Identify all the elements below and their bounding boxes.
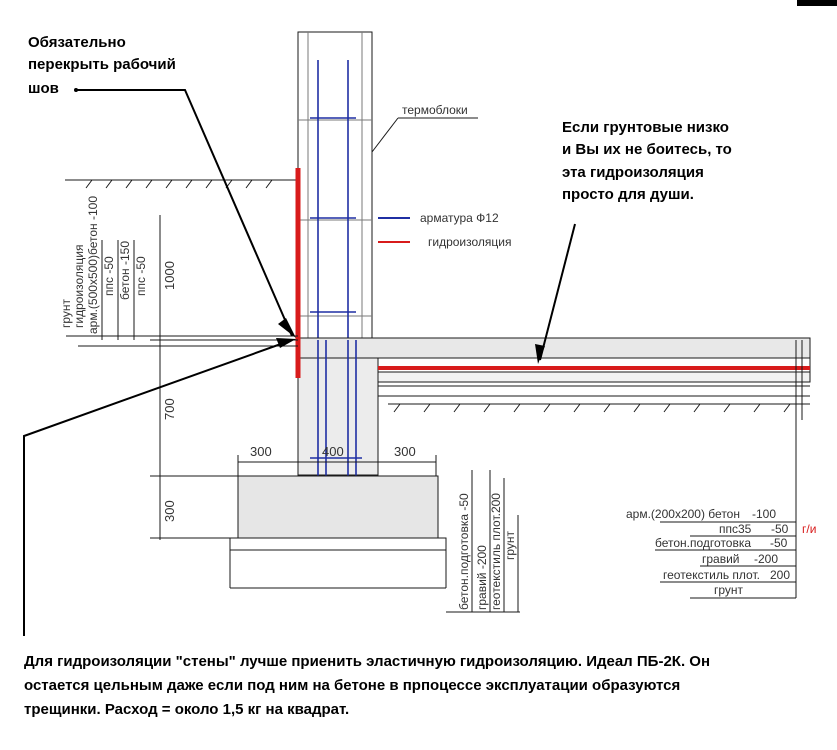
dim-width-300-left: 300 xyxy=(250,444,272,459)
footing-layer-1: гравий -200 xyxy=(475,545,489,610)
left-layer-3: ппс -50 xyxy=(102,256,116,296)
floor-layer-labels: арм.(200х200) бетон -100 ппс35 -50 г/и б… xyxy=(626,507,816,597)
legend: арматура Ф12 гидроизоляция xyxy=(378,211,511,249)
corner-mark xyxy=(797,0,837,6)
foundation-wall xyxy=(297,337,811,525)
left-layer-5: ппс -50 xyxy=(134,256,148,296)
ground-note-line2: и Вы их не боитесь, то xyxy=(562,141,732,158)
floor-layer-2-value: -50 xyxy=(770,536,788,550)
dim-width-400: 400 xyxy=(322,444,344,459)
floor-layer-table xyxy=(655,340,803,599)
floor-layer-3-name: гравий xyxy=(702,552,740,566)
floor-layer-0-name: арм.(200х200) бетон xyxy=(626,507,740,521)
legend-rebar-label: арматура Ф12 xyxy=(420,211,499,225)
dim-width-300-right: 300 xyxy=(394,444,416,459)
footing-layer-labels: бетон.подготовка -50 гравий -200 геотекс… xyxy=(457,493,517,610)
ground-note-line4: просто для души. xyxy=(562,186,694,203)
seam-note-line2: перекрыть рабочий xyxy=(28,56,176,73)
floor-layer-1-value: -50 xyxy=(771,522,789,536)
left-layer-1: гидроизоляция xyxy=(72,245,86,328)
ground-note-line3: эта гидроизоляция xyxy=(562,164,704,181)
dim-height-700: 700 xyxy=(162,398,177,420)
left-layer-labels: грунт гидроизоляция арм.(500х500)бетон -… xyxy=(59,196,148,334)
floor-layer-5-name: грунт xyxy=(714,583,744,597)
footing xyxy=(229,475,447,589)
footing-layer-0: бетон.подготовка -50 xyxy=(457,493,471,610)
footer-note-line2: остается цельным даже если под ним на бе… xyxy=(24,677,680,694)
dim-height-300: 300 xyxy=(162,500,177,522)
thermoblock-wall xyxy=(297,31,373,343)
left-layer-leaders xyxy=(66,240,298,347)
dimension-lines xyxy=(150,215,437,540)
footer-note-line1: Для гидроизоляции "стены" лучше приенить… xyxy=(24,653,710,670)
footer-note-line3: трещинки. Расход = около 1,5 кг на квадр… xyxy=(24,701,349,718)
left-layer-4: бетон -150 xyxy=(118,241,132,300)
floor-layer-1-extra: г/и xyxy=(802,522,816,536)
floor-layer-1-name: ппс35 xyxy=(719,522,752,536)
footing-layer-leaders xyxy=(446,470,520,613)
floor-layer-4-name: геотекстиль плот. xyxy=(663,568,760,582)
footing-layer-2: геотекстиль плот.200 xyxy=(489,493,503,610)
annotation-arrows xyxy=(23,88,576,636)
left-layer-0: грунт xyxy=(59,298,73,328)
ground-note-line1: Если грунтовые низко xyxy=(562,119,729,136)
floor-layer-3-value: -200 xyxy=(754,552,778,566)
left-layer-2: арм.(500х500)бетон -100 xyxy=(86,196,100,334)
floor-layer-2-name: бетон.подготовка xyxy=(655,536,751,550)
floor-layer-0-value: -100 xyxy=(752,507,776,521)
thermoblocks-label: термоблоки xyxy=(402,103,468,117)
dim-height-1000: 1000 xyxy=(162,261,177,290)
ground-surface xyxy=(65,179,298,189)
wall-rebar xyxy=(310,60,356,340)
seam-note-line3: шов xyxy=(28,80,59,97)
floor-layer-4-value: 200 xyxy=(770,568,790,582)
seam-note-line1: Обязательно xyxy=(28,34,126,51)
footing-layer-3: грунт xyxy=(503,530,517,560)
legend-waterproofing-label: гидроизоляция xyxy=(428,235,511,249)
